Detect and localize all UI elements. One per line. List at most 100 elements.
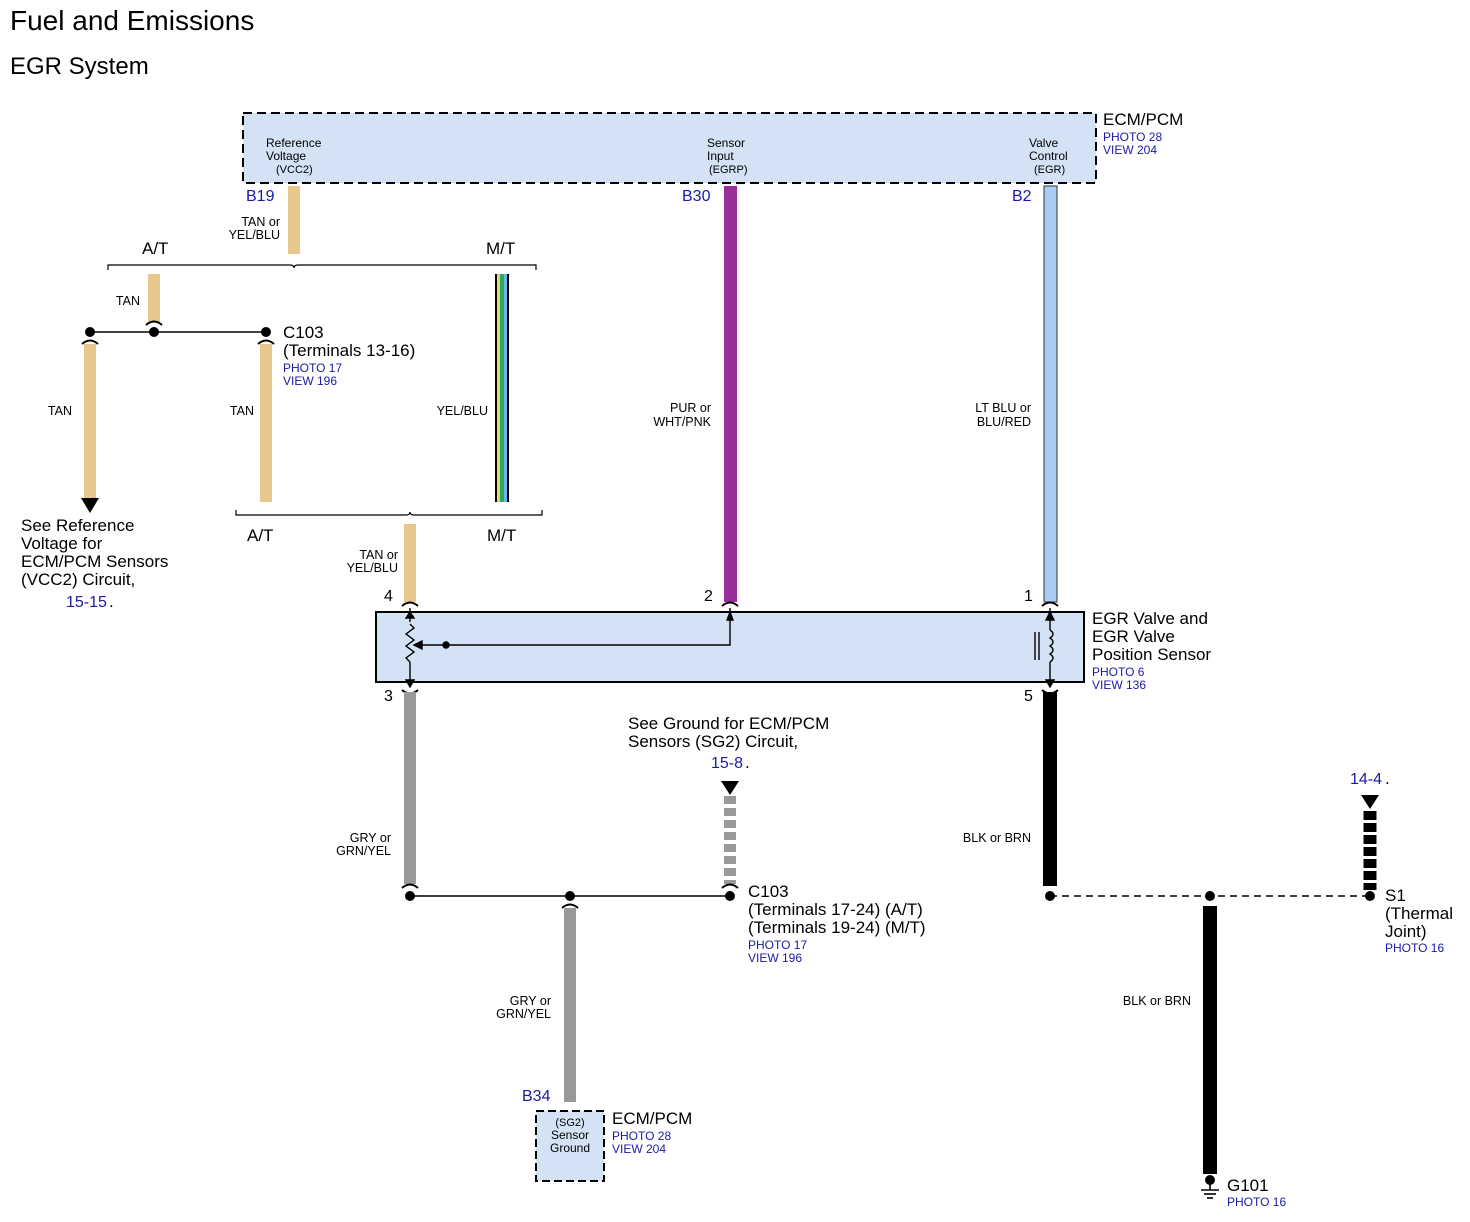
s1-line-1: (Thermal [1385,904,1453,923]
c103-bottom-terminal[interactable] [725,891,735,901]
wire-g101-label: BLK or BRN [1123,994,1191,1008]
c103-top-photo-link[interactable]: PHOTO 17 [283,361,342,375]
page-subtitle: EGR System [10,53,149,80]
ecm-top-name: ECM/PCM [1103,110,1183,129]
ecm-bottom-name: ECM/PCM [612,1109,692,1128]
wire-b2-label-1: LT BLU or [975,401,1031,415]
c103-top-view-link[interactable]: VIEW 196 [283,374,337,388]
connector-c103-top-cup [145,320,163,326]
egr-valve-view-link[interactable]: VIEW 136 [1092,678,1146,692]
ground-note-arrow [721,781,739,795]
egr-valve-name-2: EGR Valve [1092,627,1175,646]
s1-name: S1 [1385,886,1406,905]
c103-bottom-photo-link[interactable]: PHOTO 17 [748,938,807,952]
wire-b19-label-1: TAN or [241,215,280,229]
pin-b2: B2 [1012,188,1032,205]
top-branch-at: A/T [142,239,168,258]
egr-pin-1: 1 [1024,588,1033,605]
c103-top-terminal[interactable] [261,327,271,337]
wire-g101 [1203,906,1217,1174]
wire-b34-label-2: GRN/YEL [496,1007,551,1021]
ground-note-suffix: . [745,753,750,772]
wire-pin5-label: BLK or BRN [963,831,1031,845]
ecm-pcm-bottom-box[interactable] [535,1110,605,1182]
ground-note-line-2: Sensors (SG2) Circuit, [628,732,798,751]
wire-pin4-label-2: YEL/BLU [347,561,398,575]
ground-splice-mid [565,891,575,901]
pin-b19: B19 [246,188,275,205]
wire-left-tan-label: TAN [48,404,72,418]
wire-at-tan [148,274,160,322]
ecm-top-view-link[interactable]: VIEW 204 [1103,143,1157,157]
wire-pin3-label-1: GRY or [350,831,391,845]
wire-left-tan [84,344,96,498]
wire-b19 [288,186,300,254]
c103-top-terminals: (Terminals 13-16) [283,341,415,360]
left-tan-cup [81,339,99,345]
ecm-bottom-view-link[interactable]: VIEW 204 [612,1142,666,1156]
ground-note-line-1: See Ground for ECM/PCM [628,714,829,733]
s1-thermal-joint[interactable] [1365,891,1375,901]
ecm-ref-voltage-label-2: Voltage [266,149,306,163]
wire-b30-label-1: PUR or [670,401,711,415]
ground-note-link[interactable]: 15-8 [711,755,743,772]
ref-note-line-1: See Reference [21,516,134,535]
c103-bottom-line-1: (Terminals 17-24) (A/T) [748,900,923,919]
egr-valve-name-3: Position Sensor [1092,645,1211,664]
wire-mid-tan [260,344,272,502]
c103-bottom-name: C103 [748,882,789,901]
wire-b30-label-2: WHT/PNK [653,415,711,429]
ecm-valve-control-label-2: Control [1029,149,1068,163]
s1-arrow [1361,795,1379,809]
ref-note-line-2: Voltage for [21,534,103,553]
egr-pin-5: 5 [1024,688,1033,705]
egr-pin-4: 4 [384,588,393,605]
ground-splice-left [405,891,415,901]
wire-mid-tan-label: TAN [230,404,254,418]
g101-photo-link[interactable]: PHOTO 16 [1227,1195,1286,1209]
wire-pin4-label-1: TAN or [359,548,398,562]
wire-pin5 [1043,692,1057,886]
ref-note-line-3: ECM/PCM Sensors [21,552,168,571]
wire-b19-label-2: YEL/BLU [229,228,280,242]
wire-b2 [1043,185,1058,603]
ground-splice-g101 [1205,891,1215,901]
egr-valve-solenoid [1034,608,1056,689]
pin-b30: B30 [682,188,711,205]
c103-bottom-view-link[interactable]: VIEW 196 [748,951,802,965]
ref-voltage-arrow [81,498,99,513]
splice-dot-mid [149,327,159,337]
ecm-top-photo-link[interactable]: PHOTO 28 [1103,130,1162,144]
egr-pin-3: 3 [384,688,393,705]
ecm-bottom-photo-link[interactable]: PHOTO 28 [612,1129,671,1143]
ecm-bottom-label-2: Sensor [551,1128,589,1142]
g101-name: G101 [1227,1176,1269,1195]
ecm-valve-control-label-3: (EGR) [1034,164,1065,176]
c103-top-name: C103 [283,323,324,342]
ref-note-link[interactable]: 15-15 [66,594,107,611]
s1-photo-link[interactable]: PHOTO 16 [1385,941,1444,955]
s1-link[interactable]: 14-4 [1350,771,1382,788]
wire-pin4 [404,524,416,602]
bottom-option-bracket [235,510,543,516]
ground-splice-pin5 [1045,891,1055,901]
wire-b2-label-2: BLU/RED [977,415,1031,429]
wire-b34-label-1: GRY or [510,994,551,1008]
ref-note-suffix: . [109,592,114,611]
ecm-bottom-label-3: Ground [550,1141,590,1155]
wire-b34 [564,908,576,1102]
top-branch-mt: M/T [486,239,515,258]
position-sensor-potentiometer [404,608,735,689]
page-title: Fuel and Emissions [10,5,254,36]
c103-bottom-line-2: (Terminals 19-24) (M/T) [748,918,926,937]
ecm-pcm-top-box[interactable] [242,112,1097,184]
egr-valve-photo-link[interactable]: PHOTO 6 [1092,665,1145,679]
ecm-ref-voltage-label-1: Reference [266,136,322,150]
splice-dot-left [85,327,95,337]
wire-pin3-label-2: GRN/YEL [336,844,391,858]
wire-at-tan-label: TAN [116,294,140,308]
pin-b34: B34 [522,1088,551,1105]
ecm-sensor-input-label-3: (EGRP) [709,164,748,176]
s1-link-suffix: . [1385,769,1390,788]
